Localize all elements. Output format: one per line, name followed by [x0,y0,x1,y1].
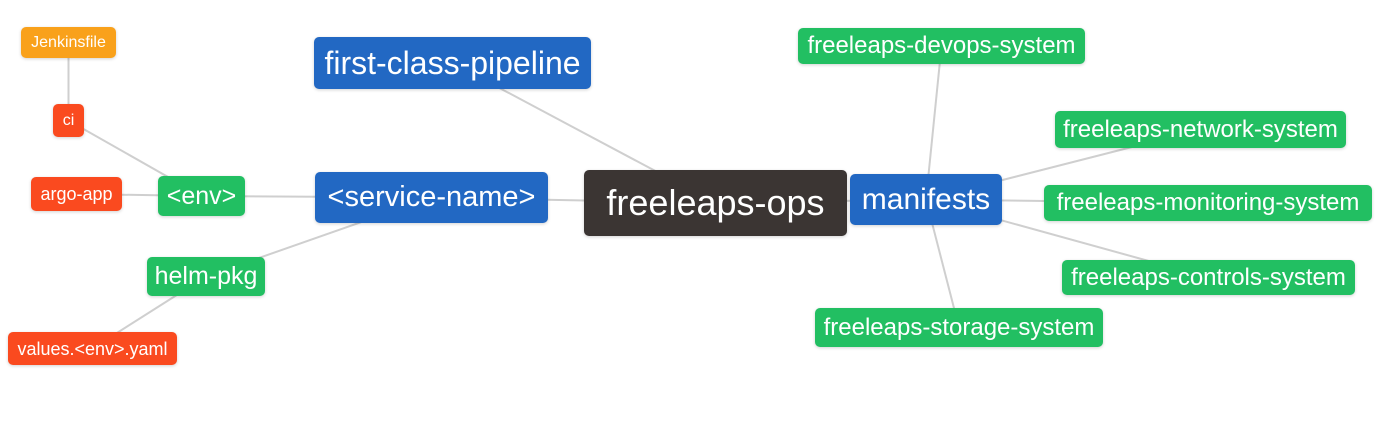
node-helm-pkg[interactable]: helm-pkg [147,257,265,296]
node-freeleaps-devops-system[interactable]: freeleaps-devops-system [798,28,1085,64]
node-argo-app[interactable]: argo-app [31,177,122,211]
node-first-class-pipeline[interactable]: first-class-pipeline [314,37,591,89]
node-freeleaps-ops[interactable]: freeleaps-ops [584,170,847,236]
node-service-name[interactable]: <service-name> [315,172,548,223]
node-ci[interactable]: ci [53,104,84,137]
node-values-env-yaml[interactable]: values.<env>.yaml [8,332,177,365]
node-freeleaps-controls-system[interactable]: freeleaps-controls-system [1062,260,1355,295]
edge-manifests--freeleaps-devops-system [925,45,943,200]
node-jenkinsfile[interactable]: Jenkinsfile [21,27,116,58]
node-env[interactable]: <env> [158,176,245,216]
node-freeleaps-storage-system[interactable]: freeleaps-storage-system [815,308,1103,347]
node-manifests[interactable]: manifests [850,174,1002,225]
node-freeleaps-network-system[interactable]: freeleaps-network-system [1055,111,1346,148]
node-freeleaps-monitoring-system[interactable]: freeleaps-monitoring-system [1044,185,1372,221]
